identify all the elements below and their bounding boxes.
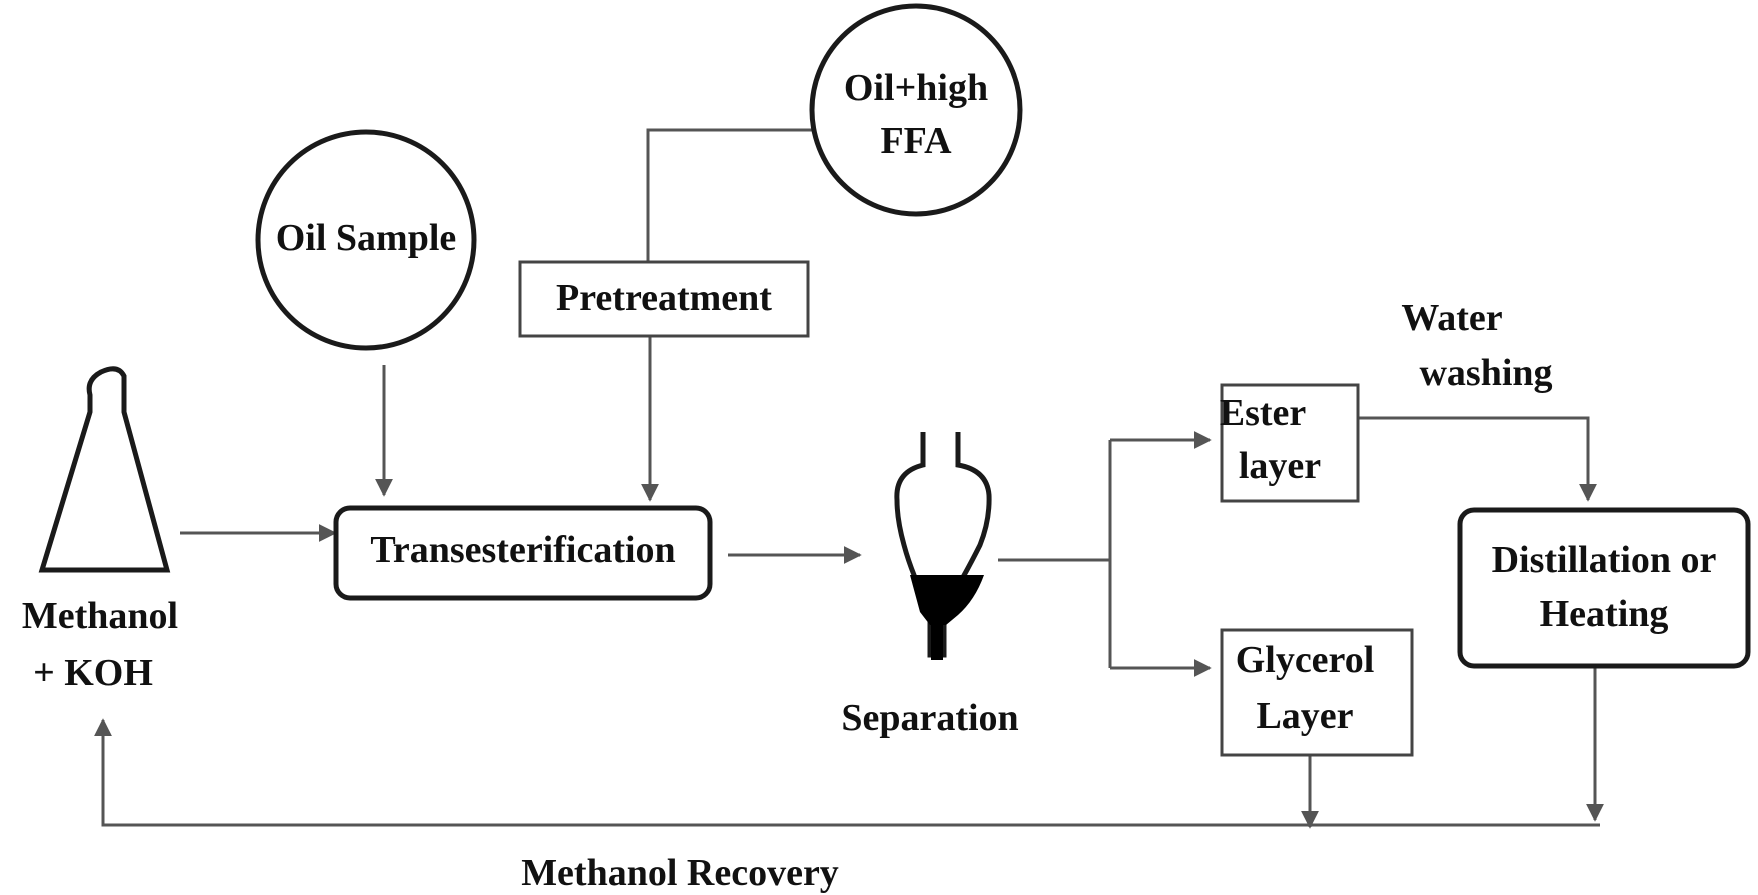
ester-layer-label-line2: layer xyxy=(1239,445,1321,487)
methanol-recovery-line xyxy=(94,718,1600,827)
oil-high-ffa-node: Oil+high FFA xyxy=(809,3,1023,217)
oil-high-ffa-label-line1: Oil+high xyxy=(844,67,988,109)
methanol-koh-node: Methanol + KOH xyxy=(22,366,178,694)
oil-sample-node: Oil Sample xyxy=(255,129,477,351)
separation-label: Separation xyxy=(841,697,1018,739)
ester-to-distillation-arrow xyxy=(1358,416,1597,502)
water-washing-label-line2: washing xyxy=(1419,352,1552,394)
glycerol-layer-label-line2: Layer xyxy=(1256,695,1353,737)
pretreatment-label: Pretreatment xyxy=(556,277,772,319)
glycerol-layer-node: Glycerol Layer xyxy=(1220,628,1414,757)
distillation-label-line1: Distillation or xyxy=(1492,539,1717,581)
ffa-to-pretreatment-line xyxy=(646,128,812,262)
transesterification-label: Transesterification xyxy=(370,529,675,571)
flask-icon xyxy=(38,366,171,573)
distillation-node: Distillation or Heating xyxy=(1457,507,1751,669)
separatory-funnel-fill xyxy=(910,575,984,625)
oil-high-ffa-label-line2: FFA xyxy=(880,120,952,162)
pretreatment-node: Pretreatment xyxy=(518,260,810,338)
ester-layer-node: Ester layer xyxy=(1220,383,1360,503)
oil-sample-label: Oil Sample xyxy=(276,217,457,259)
methanol-recovery-label: Methanol Recovery xyxy=(521,852,839,894)
glycerol-layer-label-line1: Glycerol xyxy=(1236,639,1375,681)
methanol-koh-label-line1: Methanol xyxy=(22,595,178,637)
transesterification-node: Transesterification xyxy=(333,505,713,601)
methanol-koh-label-line2: + KOH xyxy=(33,652,153,694)
water-washing-label-line1: Water xyxy=(1401,297,1502,339)
separatory-funnel-stem xyxy=(931,620,943,660)
separation-node: Separation xyxy=(841,432,1019,739)
distillation-label-line2: Heating xyxy=(1540,593,1669,635)
ester-layer-label-line1: Ester xyxy=(1220,392,1307,434)
